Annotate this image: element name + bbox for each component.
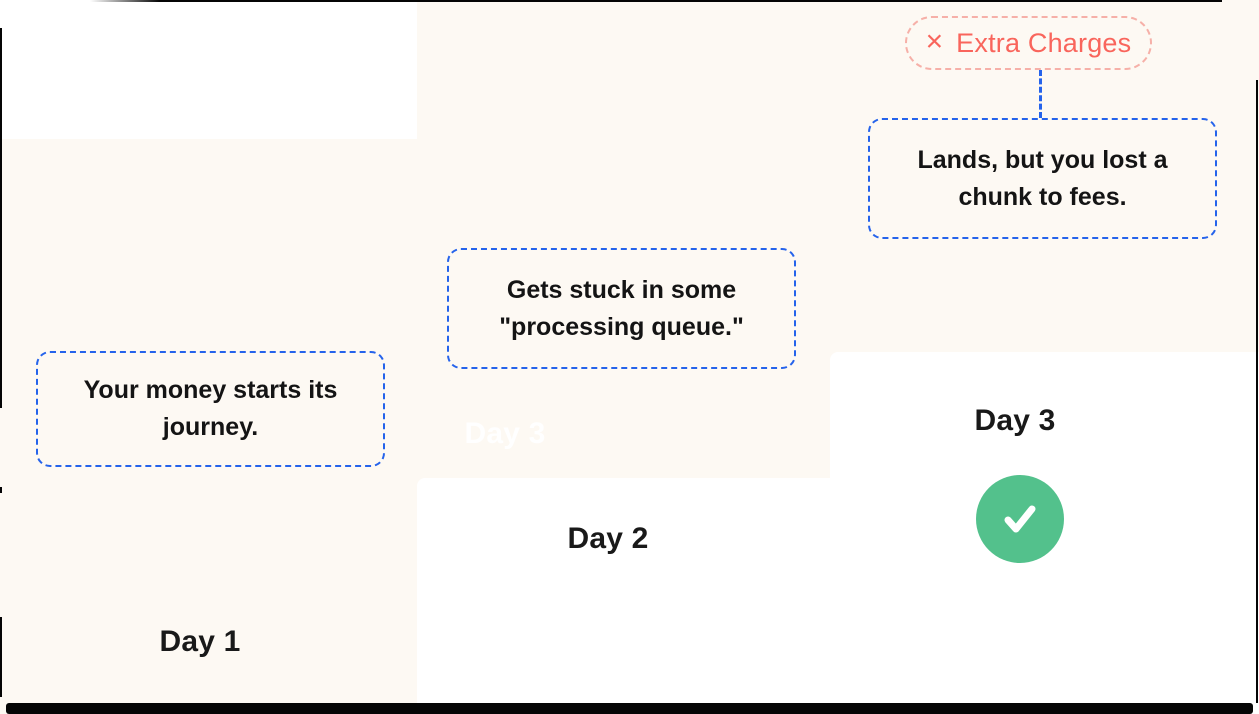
x-icon: ×	[925, 25, 944, 58]
frame-edge-top	[90, 0, 1222, 2]
step-platform-day1	[0, 0, 417, 139]
frame-edge-right	[1256, 80, 1258, 703]
badge-connector-line	[1039, 70, 1042, 118]
success-check-circle	[976, 475, 1064, 563]
day2-label: Day 2	[567, 522, 649, 555]
callout-day3-text: Lands, but you lost a chunk to fees.	[917, 145, 1168, 211]
callout-day2: Gets stuck in some "processing queue."	[447, 248, 796, 369]
callout-day3: Lands, but you lost a chunk to fees.	[868, 118, 1217, 239]
extra-charges-label: Extra Charges	[956, 27, 1132, 58]
frame-edge-left-upper	[0, 28, 2, 408]
ghost-day3-label: Day 3	[464, 417, 546, 450]
frame-edge-bottom	[6, 703, 1253, 714]
checkmark-icon	[1004, 505, 1036, 533]
callout-day1-text: Your money starts its journey.	[83, 376, 338, 441]
step-platform-day2	[417, 478, 830, 714]
day1-label: Day 1	[159, 625, 241, 658]
frame-edge-left-lower	[0, 617, 2, 697]
frame-edge-left-tick	[0, 487, 2, 493]
callout-day2-text: Gets stuck in some "processing queue."	[499, 275, 744, 341]
callout-day1: Your money starts its journey.	[36, 351, 385, 467]
day3-label: Day 3	[974, 404, 1056, 437]
extra-charges-badge: × Extra Charges	[905, 16, 1152, 70]
